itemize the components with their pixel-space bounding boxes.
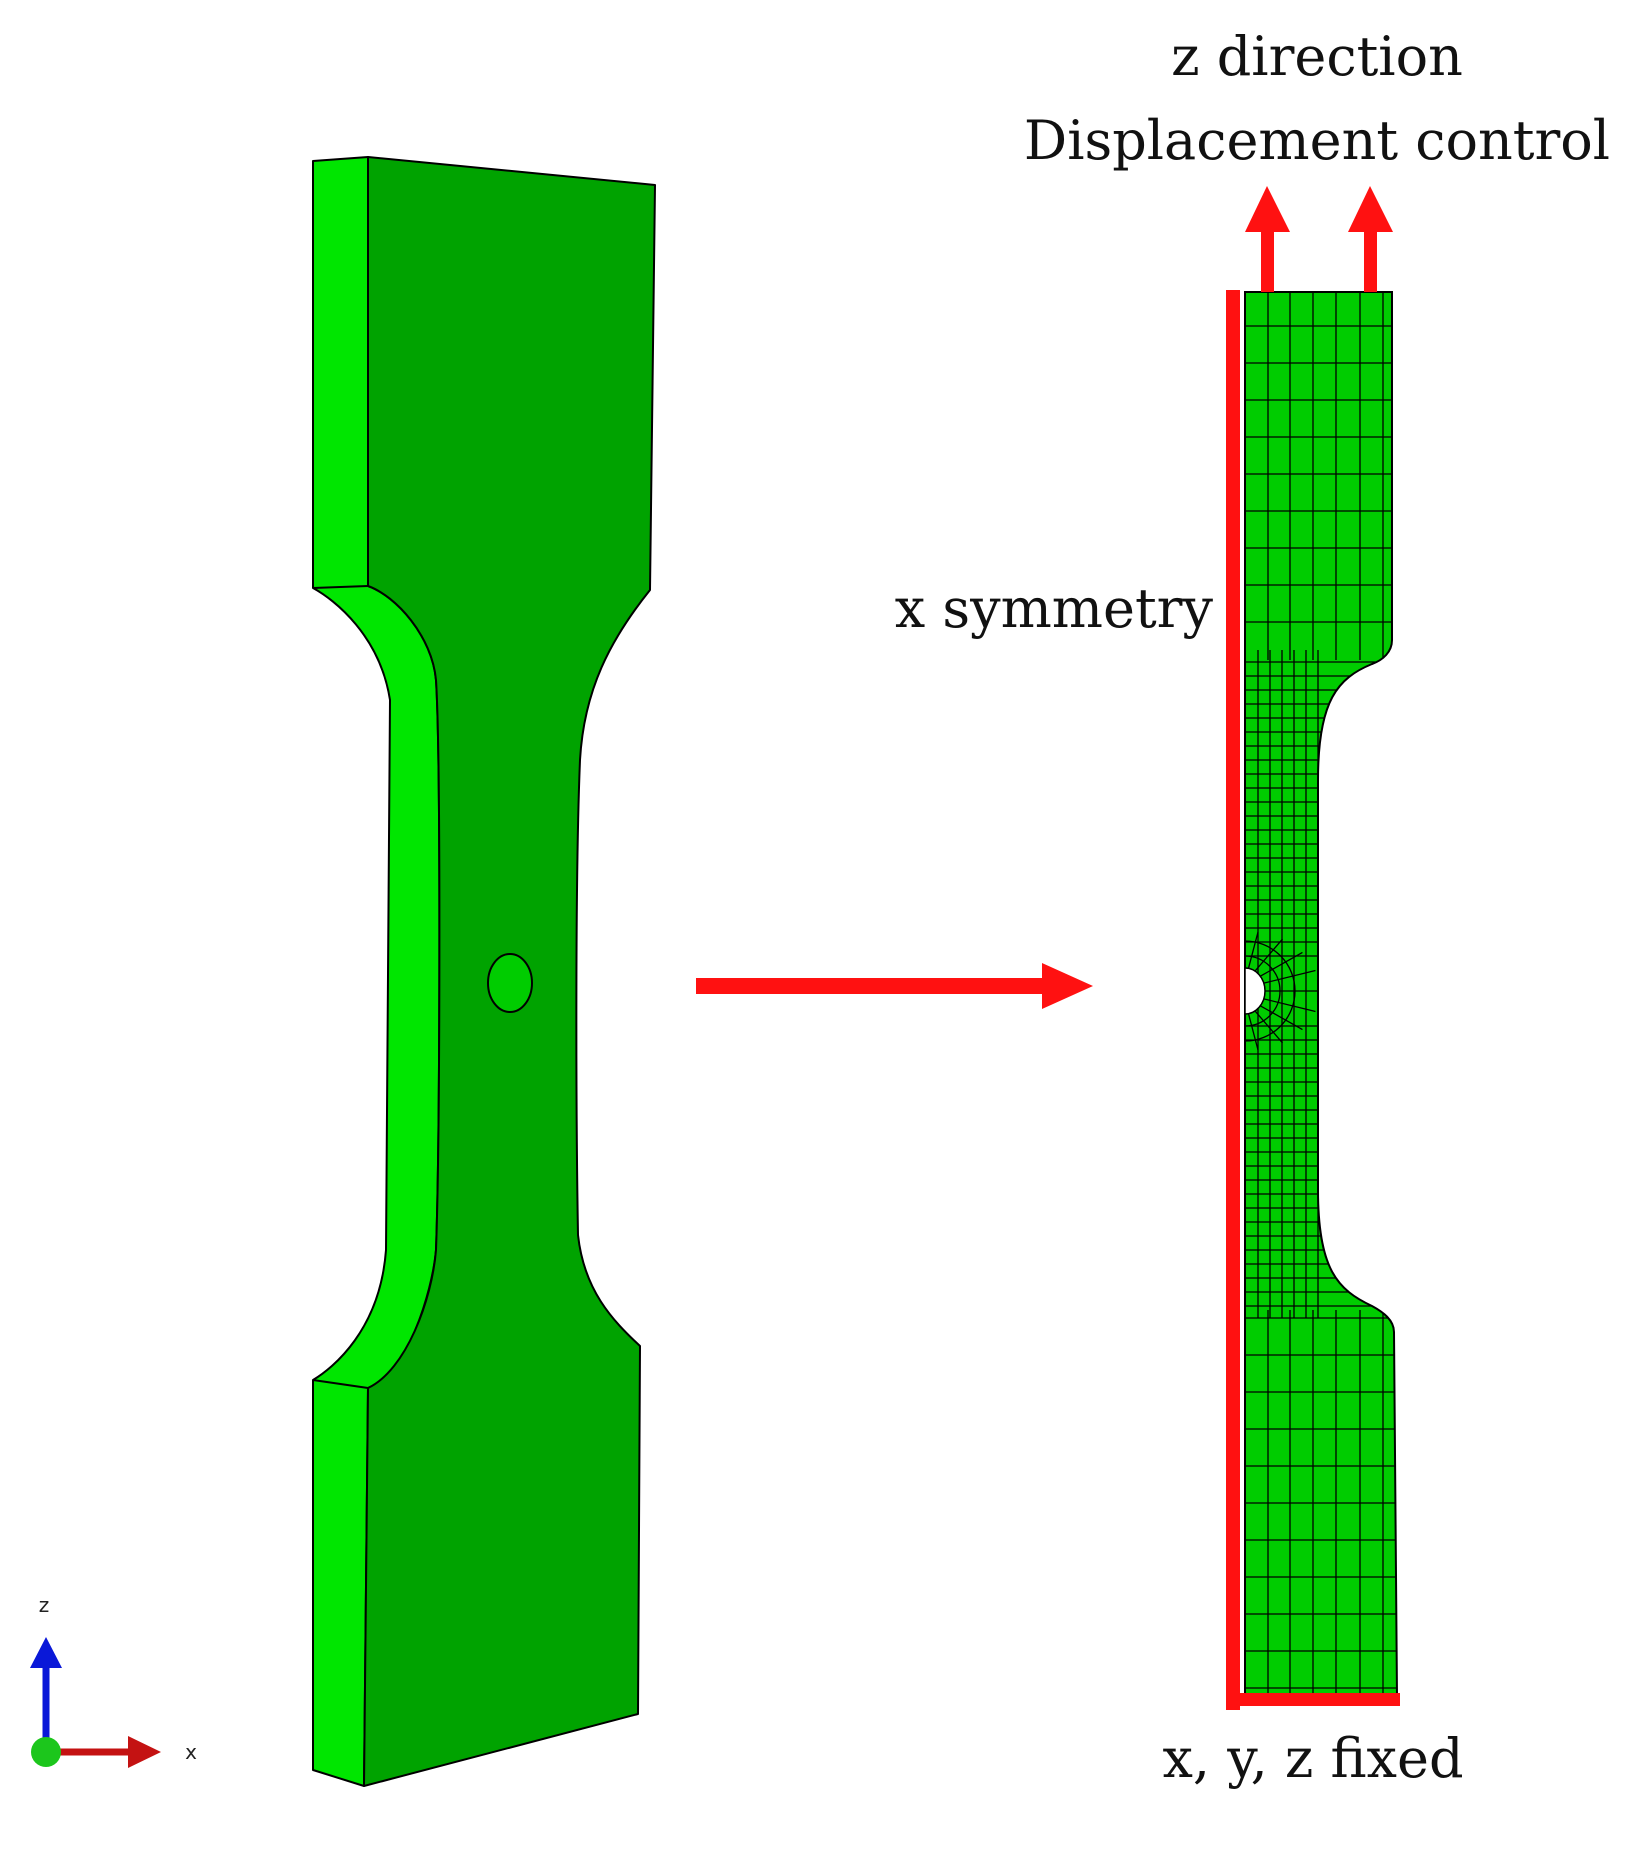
z-axis-label: z <box>39 1593 50 1617</box>
mesh-line <box>1254 938 1283 972</box>
fixed-boundary-label: x, y, z fixed <box>1162 1727 1463 1790</box>
specimen-hole <box>487 953 533 1013</box>
up-arrow-icon <box>1245 186 1290 292</box>
mesh-arc <box>1245 955 1281 1027</box>
lower-grip-edge <box>312 1379 369 1389</box>
mesh-line <box>1254 1010 1283 1044</box>
symmetry-boundary-line <box>1226 290 1240 1710</box>
meshed-half-model <box>1244 291 1399 1698</box>
x-symmetry-label: x symmetry <box>895 577 1214 640</box>
fixed-boundary-line <box>1234 1693 1400 1706</box>
x-axis-label: x <box>185 1740 197 1764</box>
mesh-line <box>1247 1013 1259 1051</box>
z-direction-label: z direction <box>1171 25 1463 88</box>
upper-grip-edge <box>312 585 369 589</box>
mesh-line <box>1247 931 1259 969</box>
mesh-line <box>1260 951 1303 977</box>
specimen-3d <box>312 156 656 1787</box>
displacement-control-label: Displacement control <box>1024 109 1610 172</box>
axis-triad: z x <box>30 1593 197 1768</box>
axis-origin-marker <box>31 1737 61 1767</box>
x-axis-arrowhead <box>128 1736 161 1768</box>
mesh-arc <box>1245 940 1296 1042</box>
z-axis-arrowhead <box>30 1637 62 1668</box>
right-arrow-icon <box>696 963 1093 1009</box>
mesh-hole <box>1244 967 1266 1015</box>
up-arrow-icon <box>1348 186 1393 292</box>
mesh-line <box>1263 969 1316 984</box>
mesh-line <box>1263 998 1316 1013</box>
mesh-line <box>1260 1005 1303 1031</box>
